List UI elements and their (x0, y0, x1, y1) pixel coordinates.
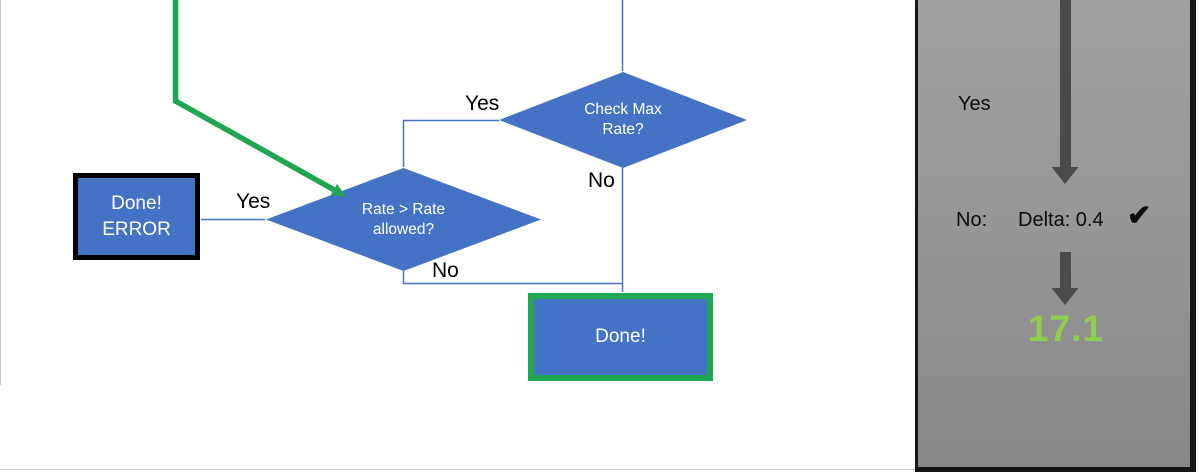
decision-check-max-rate: Check Max Rate? (499, 72, 747, 168)
decision-rate-allowed-label: Rate > Rate allowed? (361, 200, 446, 238)
slide-bottom-edge (0, 469, 917, 470)
green-flow-line (172, 0, 336, 193)
connector-check-max-yes (402, 119, 499, 167)
slide-left-edge (0, 0, 1, 385)
check-max-no-label: No (588, 169, 615, 192)
done-box-label: Done! (595, 326, 646, 347)
rate-no-label: No (432, 259, 459, 282)
panel-yes-label: Yes (958, 93, 991, 115)
rate-yes-label: Yes (236, 190, 271, 213)
checkmark-icon: ✔ (1127, 200, 1152, 232)
panel-result-value: 17.1 (1027, 308, 1104, 349)
done-error-box: Done! ERROR (73, 173, 200, 260)
check-max-yes-label: Yes (465, 92, 500, 115)
done-box: Done! (528, 293, 713, 381)
panel-delta-value: Delta: 0.4 (1018, 209, 1104, 231)
decision-check-max-rate-label: Check Max Rate? (584, 101, 662, 138)
summary-panel (915, 0, 1196, 472)
decision-rate-allowed: Rate > Rate allowed? (266, 168, 541, 271)
panel-no-label: No: (956, 209, 988, 231)
done-error-box-label: Done! ERROR (102, 192, 171, 240)
